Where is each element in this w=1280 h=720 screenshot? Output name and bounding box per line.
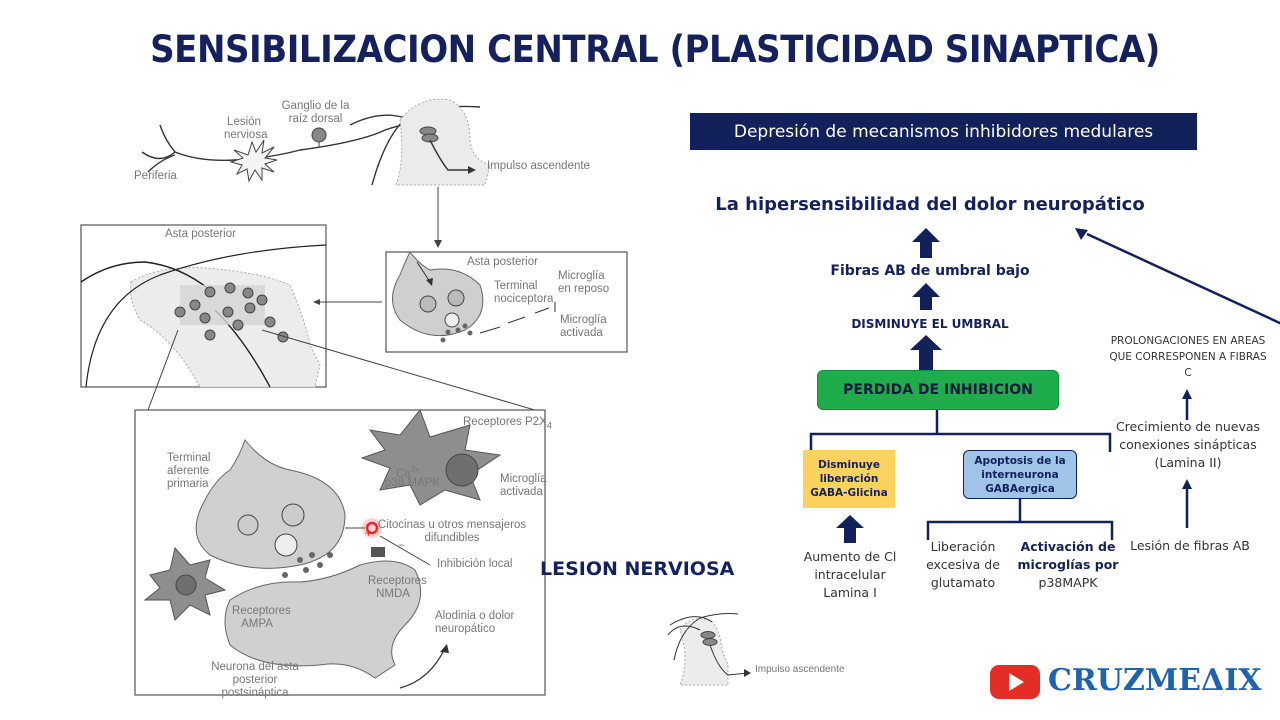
ganglion-icon — [311, 127, 327, 143]
label-nmda: Receptores NMDA — [368, 575, 427, 600]
label-ampa: Receptores AMPA — [232, 605, 291, 630]
mini-dorsal-horn — [679, 618, 729, 686]
flow-chloride: Aumento de Cl intracelular Lamina I — [803, 549, 897, 600]
microglia-cluster — [174, 282, 289, 343]
flow-step-umbral: DISMINUYE EL UMBRAL — [851, 317, 1009, 331]
gaba-glicina-box: Disminuye liberación GABA-Glicina — [803, 450, 895, 508]
flow-microglia: Activación de microglías por p38MAPK — [1012, 538, 1124, 592]
brand-name: CRUZMEΔIX — [1048, 663, 1262, 698]
perdida-inhibicion-box: PERDIDA DE INHIBICION — [817, 370, 1059, 410]
label-asta-posterior-2: Asta posterior — [467, 256, 538, 268]
label-p38: p38 MAPK — [385, 477, 440, 489]
label-p2x4-sub: 4 — [546, 420, 553, 432]
postsynaptic-neuron — [224, 560, 422, 679]
flow-step-fibras: Fibras AB de umbral bajo — [830, 263, 1030, 279]
label-ganglion: Ganglio de la raíz dorsal — [281, 100, 350, 125]
apoptosis-box: Apoptosis de la interneurona GABAergica — [963, 450, 1077, 499]
label-microglia-activated: Microglía activada — [500, 473, 547, 498]
youtube-play-icon[interactable] — [990, 665, 1040, 699]
label-terminal-aferente: Terminal aferente primaria — [167, 452, 211, 490]
thick-arrows — [836, 228, 942, 543]
arrow-up-icon — [836, 515, 864, 543]
presynaptic-terminal — [195, 438, 346, 569]
label-terminal-nociceptora: Terminal nociceptora — [494, 280, 554, 305]
label-p2x4: Receptores P2X4 — [463, 416, 552, 432]
flow-injury: Lesión de fibras AB — [1130, 538, 1250, 553]
label-cytokines: Citocinas u otros mensajeros difundibles — [377, 519, 527, 544]
lesion-nerviosa-label: LESION NERVIOSA — [540, 558, 735, 580]
slide-title: SENSIBILIZACION CENTRAL (PLASTICIDAD SIN… — [150, 28, 1160, 71]
flow-glutamate: Liberación excesiva de glutamato — [926, 539, 1000, 590]
label-minus: − — [398, 540, 405, 552]
flow-microglia-rest: p38MAPK — [1038, 575, 1098, 590]
flowchart-connectors — [809, 228, 1280, 543]
label-asta-posterior: Asta posterior — [165, 228, 236, 240]
label-postsynaptic-neuron: Neurona del asta posterior postsináptica — [211, 661, 299, 699]
flow-prolongations: PROLONGACIONES EN AREAS QUE CORRESPONEN … — [1109, 335, 1267, 379]
label-impulse: Impulso ascendente — [487, 160, 590, 172]
label-microglia-active: Microglía activada — [560, 314, 607, 339]
flow-growth: Crecimiento de nuevas conexiones sinápti… — [1115, 419, 1261, 470]
dorsal-horn-shape — [395, 98, 491, 186]
arrow-up-icon — [912, 283, 940, 310]
brackets — [809, 232, 1280, 540]
label-ca: Ca2+ — [396, 463, 420, 481]
label-microglia-rest: Microglía en reposo — [558, 270, 610, 295]
lesion-star-icon — [229, 139, 278, 183]
label-p2x4-text: Receptores P2X — [463, 416, 547, 428]
flowchart-header: Depresión de mecanismos inhibidores medu… — [690, 113, 1197, 150]
label-ca-sup: 2+ — [410, 465, 420, 474]
neuro-figure — [80, 98, 751, 696]
flow-top-statement: La hipersensibilidad del dolor neuropáti… — [715, 194, 1145, 215]
arrow-up-icon — [912, 228, 940, 258]
label-periphery: Periferia — [134, 170, 177, 182]
label-ca-text: Ca — [396, 467, 411, 480]
label-mini-impulse: Impulso ascendente — [755, 664, 845, 675]
flow-microglia-bold: Activación de microglías por — [1017, 539, 1119, 572]
label-inhibition: Inhibición local — [437, 558, 513, 570]
label-lesion: Lesión nerviosa — [224, 116, 268, 141]
cytokine-dot — [365, 521, 379, 535]
arrow-up-icon — [910, 335, 942, 370]
label-allodynia: Alodinia o dolor neuropático — [435, 610, 515, 635]
label-plus: + — [365, 528, 372, 540]
